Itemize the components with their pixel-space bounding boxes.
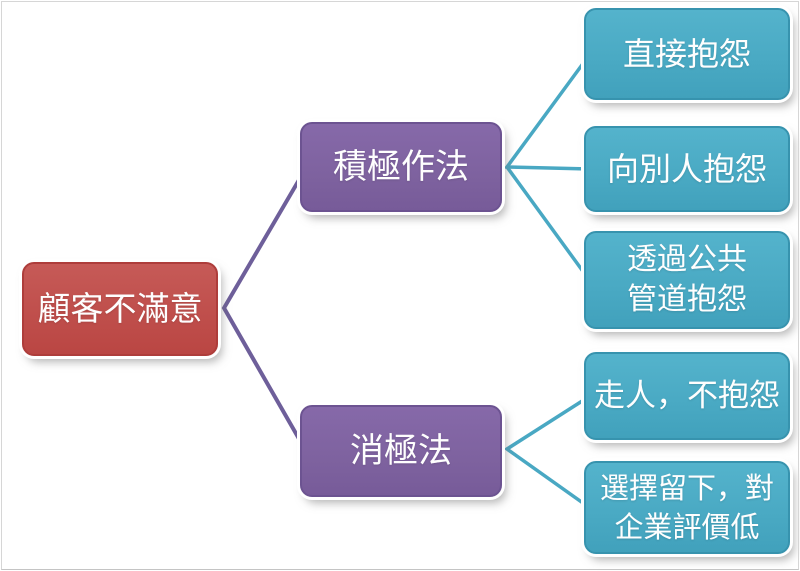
- node-label-line-2: 管道抱怨: [627, 282, 747, 317]
- branch-node-active-approach: 積極作法: [300, 122, 502, 212]
- connector-root-to-branches: [221, 166, 308, 452]
- leaf-node-direct-complaint: 直接抱怨: [584, 8, 790, 100]
- branch-node-passive-approach: 消極法: [300, 405, 502, 497]
- node-label: 消極法: [350, 430, 452, 471]
- leaf-node-leave-no-complaint: 走人，不抱怨: [584, 352, 790, 440]
- leaf-node-complain-via-public-channels: 透過公共 管道抱怨: [584, 231, 790, 329]
- leaf-node-stay-low-evaluation: 選擇留下，對 企業評價低: [584, 461, 790, 554]
- connector-branch2-to-leaf4-leaf5: [503, 394, 592, 510]
- node-label: 顧客不滿意: [37, 289, 203, 329]
- node-label-line-1: 透過公共: [627, 242, 747, 278]
- node-label: 積極作法: [333, 146, 469, 187]
- leaf-node-complain-to-others: 向別人抱怨: [584, 126, 790, 212]
- node-label: 走人，不抱怨: [594, 377, 780, 414]
- node-label-line-1: 選擇留下，對: [599, 471, 774, 506]
- connector-branch1-to-leaf1-leaf2: [503, 52, 592, 171]
- root-node-customer-dissatisfied: 顧客不滿意: [22, 262, 218, 356]
- node-label-line-2: 企業評價低: [614, 509, 760, 544]
- node-label: 直接抱怨: [622, 34, 751, 73]
- node-label: 向別人抱怨: [606, 149, 767, 188]
- connector-branch1-to-leaf3: [505, 165, 592, 283]
